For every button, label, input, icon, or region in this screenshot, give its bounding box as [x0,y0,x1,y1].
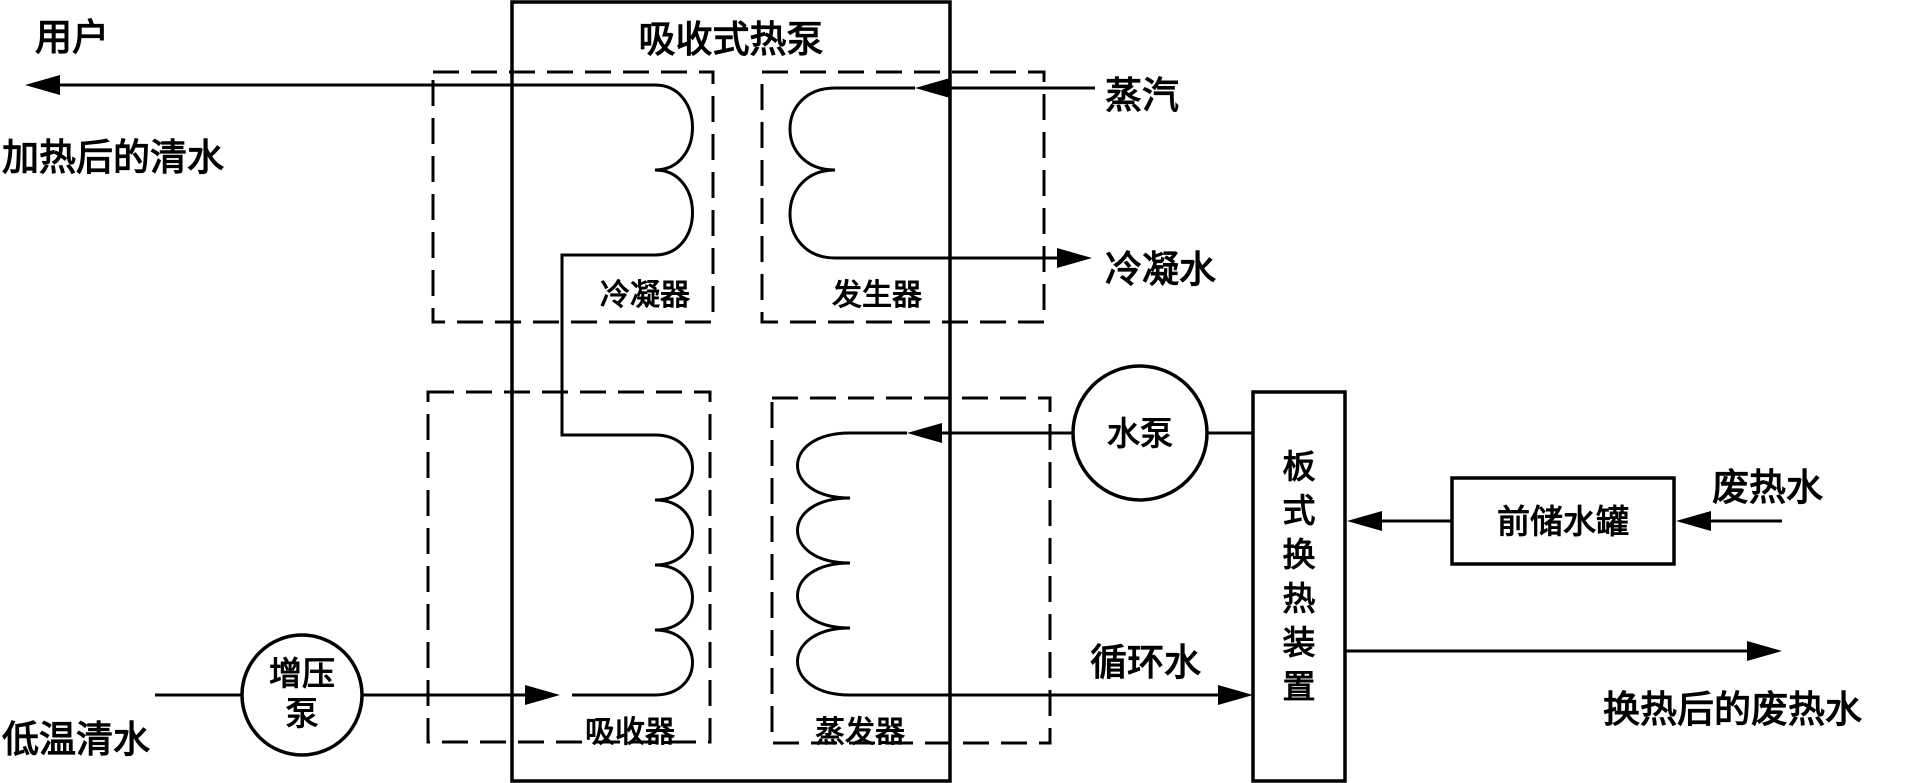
low-temp-clean-water-label: 低温清水 [2,718,151,761]
booster-pump-label-1: 增压 [269,654,335,693]
pre-storage-tank-label: 前储水罐 [1497,502,1629,541]
waste-water-outlet-arrow [1747,641,1782,661]
plate-exchanger-char-1: 板 [1283,447,1316,486]
waste-water-inlet-arrow [1676,511,1711,531]
tank-to-exchanger-arrow [1347,511,1382,531]
absorber-label: 吸收器 [585,715,676,750]
heat-pump-title: 吸收式热泵 [639,18,824,61]
heated-clean-water-label: 加热后的清水 [2,136,225,179]
plate-exchanger-char-5: 装 [1283,623,1316,662]
plate-exchanger-char-4: 热 [1283,579,1316,618]
absorber-box [426,390,712,744]
condenser-label: 冷凝器 [600,278,691,313]
plate-exchanger-char-6: 置 [1283,667,1316,706]
heat-pump-housing [510,0,952,783]
generator-label: 发生器 [831,278,923,313]
circulating-water-arrow [1218,685,1253,705]
condenser-to-absorber-line [560,253,655,437]
generator-coil [788,86,915,260]
plate-heat-exchanger-box [1251,390,1347,783]
steam-label: 蒸汽 [1105,74,1179,117]
waste-water-after-exchange-label: 换热后的废热水 [1603,688,1863,731]
booster-to-absorber-arrow [525,685,560,705]
user-label: 用户 [35,16,109,59]
evaporator-box [770,396,1052,745]
plate-exchanger-char-3: 换 [1283,535,1316,574]
water-pump-label: 水泵 [1107,414,1173,453]
condensate-arrow [1057,248,1092,268]
condenser-box [431,70,715,324]
pump-to-evaporator-arrow [907,423,942,443]
evaporator-label: 蒸发器 [815,715,906,750]
booster-pump-label-2: 泵 [286,694,319,733]
plate-exchanger-char-2: 式 [1283,491,1316,530]
heated-water-arrow [25,75,60,95]
circulating-water-label: 循环水 [1090,641,1202,684]
steam-arrow [915,78,950,98]
condensate-label: 冷凝水 [1105,248,1217,291]
evaporator-coil [796,431,907,697]
absorber-coil [654,433,694,697]
condenser-coil [654,83,694,257]
waste-hot-water-label: 废热水 [1712,466,1824,509]
